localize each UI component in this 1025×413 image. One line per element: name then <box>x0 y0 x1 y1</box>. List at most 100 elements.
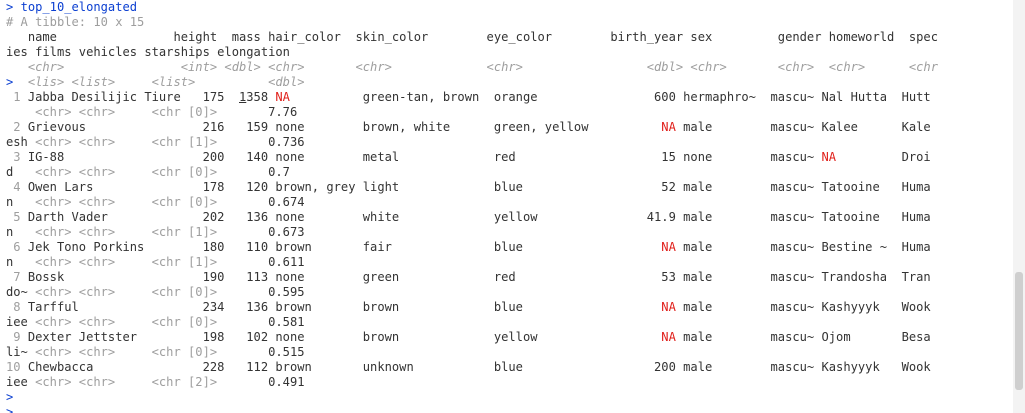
cell-hair: none <box>275 270 356 284</box>
cell-species: Wook <box>894 360 931 374</box>
cell-gender: mascu~ <box>763 210 815 224</box>
cell-species-cont: d <box>6 165 14 179</box>
cell-sex: male <box>675 360 764 374</box>
cell-sex: male <box>675 270 764 284</box>
cell-eye: red <box>486 150 589 164</box>
cell-elongation: 0.611 <box>268 255 305 269</box>
row-index: 2 <box>6 120 28 134</box>
cell-homeworld: Nal Hutta <box>814 90 895 104</box>
cell-mass: 112 <box>231 360 276 374</box>
table-row-continued: n <chr> <chr> <chr [0]> 0.674 <box>6 195 1011 210</box>
row-index: 7 <box>6 270 28 284</box>
cell-gender: mascu~ <box>763 180 815 194</box>
console-command-line: > top_10_elongated <box>6 0 138 14</box>
cell-birth: 200 <box>588 360 676 374</box>
table-row: 8 Tarfful 234 136 brown brown blue NA ma… <box>6 300 1011 315</box>
cell-sex: male <box>675 210 764 224</box>
row-index: 8 <box>6 300 28 314</box>
prompt-line[interactable]: > <box>6 405 14 413</box>
cell-species-cont: iee <box>6 315 28 329</box>
table-row-continued: n <chr> <chr> <chr [1]> 0.673 <box>6 225 1011 240</box>
cell-height: 198 <box>180 330 232 344</box>
cell-list-types: <chr> <chr> <chr [0]> <box>27 285 269 299</box>
cell-height: 228 <box>180 360 232 374</box>
cell-species-cont: n <box>6 255 14 269</box>
cell-elongation: 0.515 <box>268 345 305 359</box>
cell-name: Jabba Desilijic Tiure <box>27 90 181 104</box>
table-row-continued: do~ <chr> <chr> <chr [0]> 0.595 <box>6 285 1011 300</box>
cell-list-types: <chr> <chr> <chr [0]> <box>13 165 269 179</box>
row-index: 10 <box>6 360 28 374</box>
cell-skin: brown <box>355 330 487 344</box>
table-row-continued: esh <chr> <chr> <chr [1]> 0.736 <box>6 135 1011 150</box>
table-row-continued: iee <chr> <chr> <chr [2]> 0.491 <box>6 375 1011 390</box>
table-row-continued: d <chr> <chr> <chr [0]> 0.7 <box>6 165 1011 180</box>
cell-name: Owen Lars <box>27 180 181 194</box>
row-index: 6 <box>6 240 28 254</box>
cell-species: Droi <box>894 150 931 164</box>
cell-height: 178 <box>180 180 232 194</box>
cell-elongation: 0.674 <box>268 195 305 209</box>
cell-elongation: 7.76 <box>268 105 298 119</box>
cell-skin: brown <box>355 300 487 314</box>
cell-name: Dexter Jettster <box>27 330 181 344</box>
cell-hair: none <box>275 150 356 164</box>
row-index: 5 <box>6 210 28 224</box>
cell-eye: yellow <box>486 330 589 344</box>
cell-list-types: <chr> <chr> <chr [0]> <box>27 345 269 359</box>
cell-species: Tran <box>894 270 931 284</box>
cell-mass: 120 <box>231 180 276 194</box>
cell-eye: blue <box>486 300 589 314</box>
cell-birth: NA <box>588 120 676 134</box>
types-line-2: > <lis> <list> <list> <dbl> <box>6 75 305 89</box>
table-row: 10 Chewbacca 228 112 brown unknown blue … <box>6 360 1011 375</box>
cell-species-cont: iee <box>6 375 28 389</box>
table-row: 3 IG-88 200 140 none metal red 15 none m… <box>6 150 1011 165</box>
cell-height: 216 <box>180 120 232 134</box>
cell-elongation: 0.7 <box>268 165 290 179</box>
table-row: 1 Jabba Desilijic Tiure 175 1358 NA gree… <box>6 90 1011 105</box>
cell-hair: brown, grey <box>275 180 356 194</box>
cell-gender: mascu~ <box>763 300 815 314</box>
cell-mass: 358 <box>246 90 276 104</box>
cell-species: Huma <box>894 240 931 254</box>
cell-skin: metal <box>355 150 487 164</box>
cell-hair: brown <box>275 300 356 314</box>
tibble-info: # A tibble: 10 x 15 <box>6 15 145 29</box>
cell-homeworld: Tatooine <box>814 180 895 194</box>
cell-skin: brown, white <box>355 120 487 134</box>
cell-species: Wook <box>894 300 931 314</box>
cell-elongation: 0.491 <box>268 375 305 389</box>
types-line-1: <chr> <int> <dbl> <chr> <chr> <chr> <dbl… <box>6 60 938 74</box>
cell-homeworld: Tatooine <box>814 210 895 224</box>
cell-homeworld: Kalee <box>814 120 895 134</box>
vertical-scrollbar[interactable] <box>1013 0 1025 413</box>
cell-name: Grievous <box>27 120 181 134</box>
table-row: 2 Grievous 216 159 none brown, white gre… <box>6 120 1011 135</box>
cell-name: Darth Vader <box>27 210 181 224</box>
cell-eye: blue <box>486 180 589 194</box>
scrollbar-thumb[interactable] <box>1015 272 1023 390</box>
cell-height: 202 <box>180 210 232 224</box>
header-line-2: ies films vehicles starships elongation <box>6 45 290 59</box>
cell-homeworld: Trandosha <box>814 270 895 284</box>
cell-mass: 102 <box>231 330 276 344</box>
prompt-line[interactable]: > <box>6 390 14 404</box>
cell-eye: orange <box>486 90 589 104</box>
cell-sex: male <box>675 180 764 194</box>
cell-birth: 600 <box>588 90 676 104</box>
row-index: 9 <box>6 330 28 344</box>
cell-mass: 113 <box>231 270 276 284</box>
cell-birth: 52 <box>588 180 676 194</box>
table-row: 6 Jek Tono Porkins 180 110 brown fair bl… <box>6 240 1011 255</box>
cell-birth: 15 <box>588 150 676 164</box>
cell-mass: 136 <box>231 210 276 224</box>
cell-species: Huma <box>894 210 931 224</box>
cell-list-types: <chr> <chr> <chr [1]> <box>27 135 269 149</box>
cell-height: 200 <box>180 150 232 164</box>
table-row-continued: <chr> <chr> <chr [0]> 7.76 <box>6 105 1011 120</box>
table-row: 4 Owen Lars 178 120 brown, grey light bl… <box>6 180 1011 195</box>
cell-species-cont: esh <box>6 135 28 149</box>
cell-gender: mascu~ <box>763 90 815 104</box>
cell-mass: 110 <box>231 240 276 254</box>
